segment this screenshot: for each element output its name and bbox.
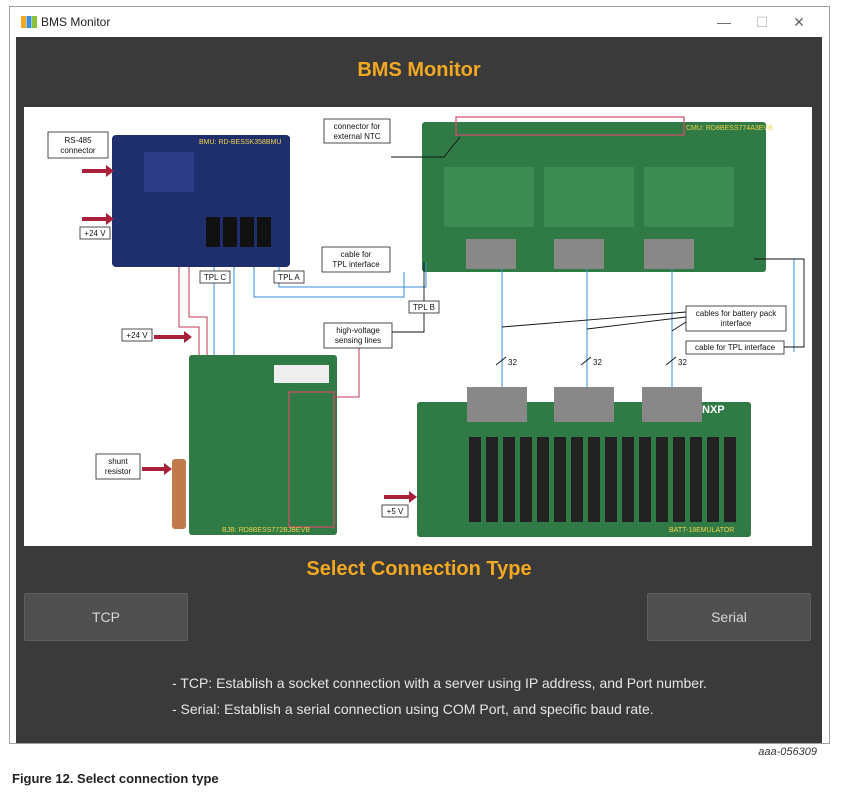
figure-caption: Figure 12. Select connection type <box>12 771 219 786</box>
tpl-cable-callout: cable for TPL interface <box>321 246 391 273</box>
bmu-board <box>112 135 290 267</box>
svg-text:cable for: cable for <box>341 250 372 259</box>
svg-text:connector: connector <box>60 146 95 155</box>
power-24v-arrow-icon <box>82 213 114 225</box>
power-5v-arrow-icon <box>384 491 417 503</box>
tpl-a-callout: TPL A <box>273 270 305 284</box>
cmu-label: CMU: RD8BESS774A3EVB <box>686 125 773 132</box>
wire-count-1: 32 <box>508 358 517 367</box>
page-title: BMS Monitor <box>357 59 481 81</box>
svg-text:cables for battery pack: cables for battery pack <box>696 309 777 318</box>
cmu-connector-2 <box>554 239 604 269</box>
v24-mid-callout: +24 V <box>121 328 153 342</box>
rs485-arrow-icon <box>82 165 114 177</box>
svg-text:sensing lines: sensing lines <box>335 336 381 345</box>
bmu-relay-4 <box>257 217 271 247</box>
rs485-callout: RS-485 connector <box>47 131 109 159</box>
title-bar[interactable]: BMS Monitor — ☐ ✕ <box>10 7 829 37</box>
batt-nxp-logo: NXP <box>702 404 725 416</box>
application-window: BMS Monitor — ☐ ✕ BMS Monitor BMU: RD-BE… <box>9 6 830 744</box>
svg-text:TPL A: TPL A <box>278 273 300 282</box>
svg-text:interface: interface <box>721 319 752 328</box>
svg-text:RS-485: RS-485 <box>64 136 92 145</box>
serial-button[interactable]: Serial <box>647 593 811 641</box>
bjb-board <box>189 355 337 535</box>
shunt-arrow-icon <box>142 463 172 475</box>
window-title: BMS Monitor <box>41 15 111 29</box>
svg-text:+5 V: +5 V <box>387 507 404 516</box>
svg-text:external NTC: external NTC <box>333 132 380 141</box>
bmu-relay-1 <box>206 217 220 247</box>
svg-text:cable for TPL interface: cable for TPL interface <box>695 343 776 352</box>
battery-cells <box>469 437 736 522</box>
serial-description: - Serial: Establish a serial connection … <box>172 701 654 717</box>
v5-callout: +5 V <box>381 504 409 518</box>
ntc-callout: connector for external NTC <box>323 118 391 144</box>
shunt-resistor <box>172 459 186 529</box>
svg-text:TPL interface: TPL interface <box>332 260 380 269</box>
svg-text:+24 V: +24 V <box>84 229 106 238</box>
tpl-cable2-callout: cable for TPL interface <box>685 340 785 355</box>
bmu-relay-2 <box>223 217 237 247</box>
maximize-button[interactable]: ☐ <box>755 14 769 30</box>
bmu-label: BMU: RD-BESSK358BMU <box>199 139 281 146</box>
section-title: Select Connection Type <box>306 558 532 580</box>
svg-text:TPL C: TPL C <box>204 273 227 282</box>
tcp-button[interactable]: TCP <box>24 593 188 641</box>
svg-text:high-voltage: high-voltage <box>336 326 380 335</box>
bjb-label: BJB: RD8BESS772BJBEVB <box>222 527 310 534</box>
cmu-connector-3 <box>644 239 694 269</box>
svg-text:resistor: resistor <box>105 467 132 476</box>
tpl-c-callout: TPL C <box>199 270 231 284</box>
shunt-callout: shunt resistor <box>95 453 141 480</box>
figure-code: aaa-056309 <box>758 746 817 758</box>
system-diagram: BMU: RD-BESSK358BMU CMU: RD8BESS774A3EVB… <box>24 107 812 546</box>
v24-top-callout: +24 V <box>79 226 111 240</box>
tcp-description: - TCP: Establish a socket connection wit… <box>172 675 707 691</box>
svg-text:shunt: shunt <box>108 457 128 466</box>
nxp-logo-icon <box>21 16 37 28</box>
bmu-relay-3 <box>240 217 254 247</box>
power-24v-mid-arrow-icon <box>154 331 192 343</box>
svg-text:+24 V: +24 V <box>126 331 148 340</box>
wire-count-2: 32 <box>593 358 602 367</box>
cmu-connector-1 <box>466 239 516 269</box>
tpl-b-callout: TPL B <box>408 300 440 314</box>
close-button[interactable]: ✕ <box>793 14 805 30</box>
bmu-chip <box>144 152 194 192</box>
battery-pack-callout: cables for battery pack interface <box>685 305 787 332</box>
app-panel: BMS Monitor BMU: RD-BESSK358BMU CMU: RD8… <box>16 37 822 743</box>
hv-callout: high-voltage sensing lines <box>323 322 393 349</box>
svg-text:TPL B: TPL B <box>413 303 435 312</box>
svg-text:connector for: connector for <box>334 122 381 131</box>
batt-label: BATT-18EMULATOR <box>669 527 734 534</box>
wire-count-3: 32 <box>678 358 687 367</box>
minimize-button[interactable]: — <box>717 14 731 30</box>
